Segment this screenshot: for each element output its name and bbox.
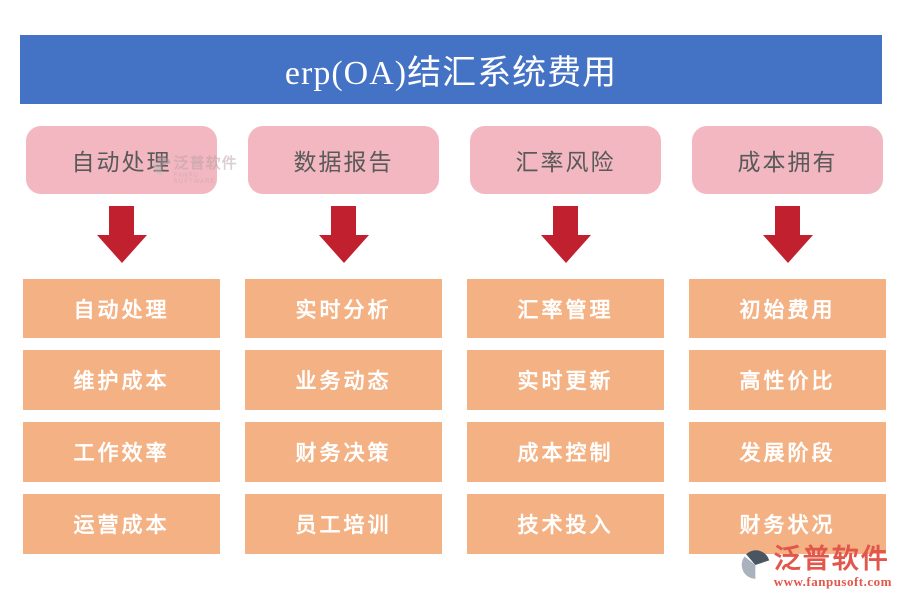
item-box: 实时分析 <box>245 278 442 339</box>
column-header: 汇率风险 <box>470 126 661 194</box>
item-box: 运营成本 <box>23 494 220 555</box>
down-arrow-icon <box>318 205 369 263</box>
down-arrow-icon <box>540 205 591 263</box>
item-box: 自动处理 <box>23 278 220 339</box>
logo-url: www.fanpusoft.com <box>773 574 892 589</box>
page-title: erp(OA)结汇系统费用 <box>284 55 618 92</box>
item-box: 财务决策 <box>245 422 442 483</box>
item-box: 员工培训 <box>245 494 442 555</box>
item-box: 成本控制 <box>467 422 664 483</box>
item-box: 技术投入 <box>467 494 664 555</box>
item-box: 实时更新 <box>467 350 664 411</box>
column-data-report: 数据报告 实时分析 业务动态 财务决策 员工培训 <box>245 126 442 566</box>
item-box: 初始费用 <box>689 278 886 339</box>
fanpu-logo-icon <box>741 550 770 579</box>
column-auto-processing: 自动处理 自动处理 维护成本 工作效率 运营成本 <box>23 126 220 566</box>
column-exchange-risk: 汇率风险 汇率管理 实时更新 成本控制 技术投入 <box>467 126 664 566</box>
item-box: 汇率管理 <box>467 278 664 339</box>
title-banner: erp(OA)结汇系统费用 <box>20 35 882 104</box>
item-box: 业务动态 <box>245 350 442 411</box>
column-cost-ownership: 成本拥有 初始费用 高性价比 发展阶段 财务状况 <box>689 126 886 566</box>
item-box: 财务状况 <box>689 494 886 555</box>
fanpu-logo: 泛普软件 www.fanpusoft.com <box>740 546 892 590</box>
item-box: 高性价比 <box>689 350 886 411</box>
item-box: 维护成本 <box>23 350 220 411</box>
logo-name: 泛普软件 <box>773 544 890 574</box>
item-box: 发展阶段 <box>689 422 886 483</box>
column-header: 自动处理 <box>26 126 217 194</box>
down-arrow-icon <box>762 205 813 263</box>
item-box: 工作效率 <box>23 422 220 483</box>
column-header: 成本拥有 <box>692 126 883 194</box>
column-header: 数据报告 <box>248 126 439 194</box>
down-arrow-icon <box>96 205 147 263</box>
